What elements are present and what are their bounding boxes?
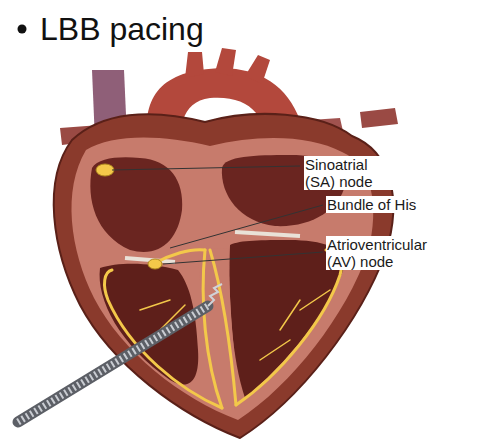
arch-branches [185, 48, 270, 84]
bullet [18, 25, 27, 34]
leader-line [112, 166, 300, 170]
leader-line [163, 252, 323, 264]
conduction-system [105, 250, 342, 408]
right-atrium [90, 157, 182, 252]
part-label: Atrioventricular (AV) node [326, 236, 452, 270]
part-label: Bundle of His [326, 196, 417, 213]
lead-helix [208, 284, 222, 306]
leader-line [170, 205, 323, 248]
av-node [148, 259, 162, 269]
part-label: Sinoatrial (SA) node [304, 156, 398, 190]
slide-title: LBB pacing [40, 10, 204, 48]
septum [198, 248, 242, 410]
pacing-lead [18, 306, 208, 422]
sa-node [96, 164, 114, 176]
lead-coil [18, 306, 208, 422]
